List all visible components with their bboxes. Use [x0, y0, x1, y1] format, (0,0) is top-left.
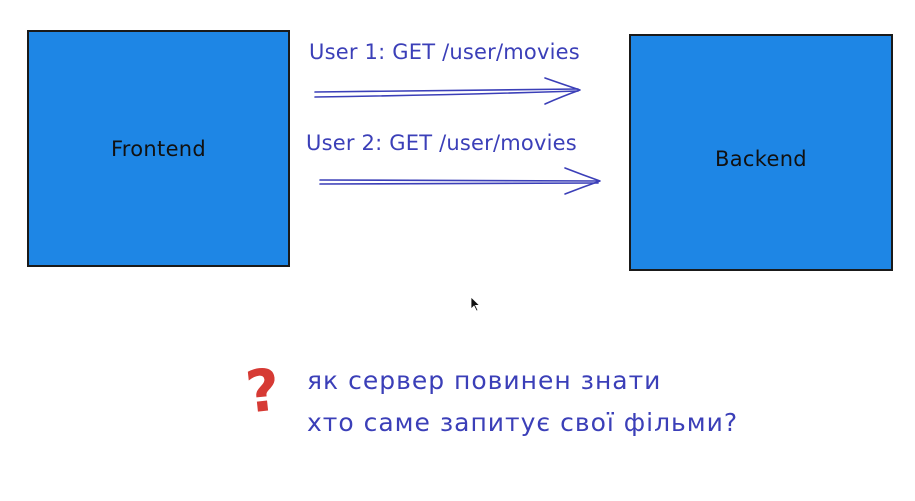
question-mark-icon: ?	[242, 355, 284, 427]
request-1-label: User 1: GET /user/movies	[309, 40, 580, 64]
backend-label: Backend	[715, 146, 807, 171]
frontend-label: Frontend	[110, 136, 207, 161]
question-line-2: хто саме запитує свої фільми?	[307, 408, 739, 437]
backend-box: Backend	[629, 34, 893, 271]
mouse-pointer-icon	[470, 296, 480, 312]
request-2-label: User 2: GET /user/movies	[306, 131, 577, 155]
frontend-box: Frontend	[27, 30, 290, 267]
question-line-1: як сервер повинен знати	[307, 366, 662, 395]
request-1-arrow	[314, 77, 581, 105]
request-2-arrow	[319, 167, 601, 195]
